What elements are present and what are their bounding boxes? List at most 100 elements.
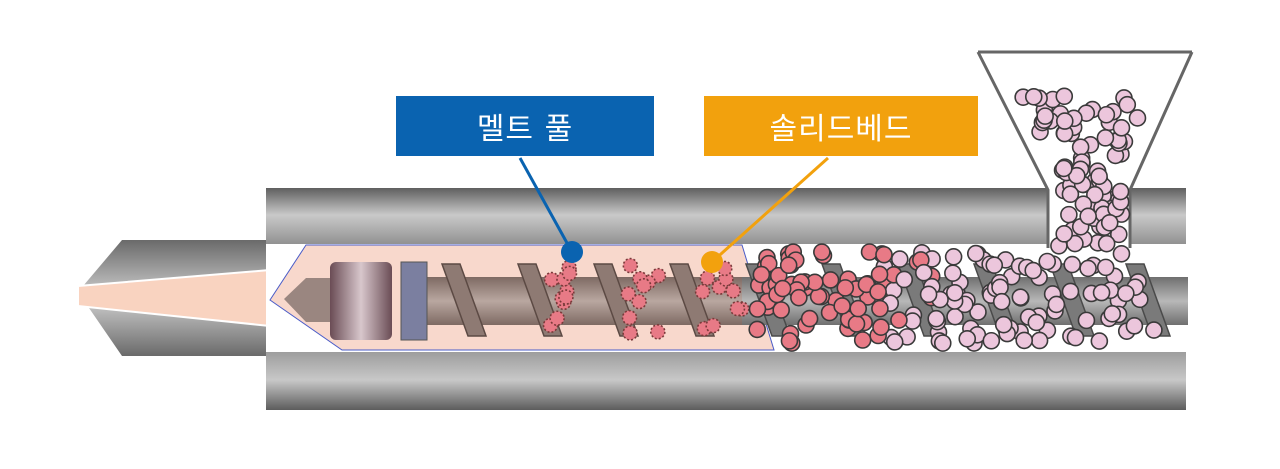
pellet [966,244,985,263]
pellet [836,279,855,297]
pellet [870,265,889,284]
pellet [933,334,952,352]
pellet [800,309,819,328]
pellet [1036,107,1054,125]
pellet [919,285,938,304]
pellet [927,309,946,328]
screw-flight [668,263,716,337]
pellet [729,300,746,317]
pellet [1055,225,1073,243]
pellet [813,243,831,261]
pellet [558,289,574,305]
pellet [1125,317,1144,335]
pellet [621,309,638,326]
melt-pool-pointer [518,157,583,263]
pellet [875,245,893,264]
pellet [994,315,1013,334]
pellet [847,315,866,333]
pellet [853,331,872,349]
pellet [1055,112,1074,130]
pellet [773,279,792,298]
pellet [982,331,1001,350]
pellet [1090,167,1108,186]
hopper [976,50,1194,248]
pellet [752,265,771,284]
pellet [1090,332,1109,350]
solid-bed-label-text: 솔리드베드 [769,112,913,147]
pellet [849,299,867,318]
pellet [631,293,647,310]
pellet [1038,252,1057,271]
melt-pool-label: 멜트 풀 [396,96,654,156]
pellet [1055,87,1074,106]
pellet [1118,95,1137,114]
pellet [1027,313,1046,332]
melt-pool-label-text: 멜트 풀 [476,112,574,147]
pellet [1079,259,1097,278]
pellet [872,318,890,336]
pellet [620,286,637,302]
pellet [705,317,721,334]
pellet [1063,255,1082,274]
pellet [1097,105,1116,124]
pellet [1117,284,1135,303]
pellet [860,243,879,261]
pellet [748,320,766,339]
pellet [1066,234,1084,253]
pellet [1011,288,1030,307]
pellet [869,282,887,301]
pellet [1047,295,1066,314]
pellet [1096,258,1115,277]
pellet [1061,185,1080,204]
pellet [748,300,767,318]
pellet [1030,331,1049,350]
pellets [542,243,1163,352]
pellet [1061,282,1080,301]
pellet [650,324,666,340]
pellet [958,329,977,348]
check-seat [400,261,428,341]
pellet [699,270,716,286]
solid-bed-label: 솔리드베드 [704,96,978,156]
pellet [890,250,909,268]
pellet [833,297,851,315]
pellet [1077,311,1096,330]
pellet [890,311,908,329]
pellet [1024,261,1043,280]
pellet [1079,207,1097,226]
pellet [885,333,904,351]
check-ring [330,262,392,340]
pellet [1066,328,1085,347]
pellet [772,301,790,319]
pellet [1086,185,1104,204]
pellet [945,283,964,302]
hopper-pellets [1014,87,1147,255]
pellet [1111,182,1130,201]
pellet [895,270,914,289]
pellet [969,303,987,321]
solid-bed-pointer [701,156,830,273]
pellet [1092,283,1111,302]
pellet [779,256,798,275]
pellet [780,332,799,350]
pellet [1096,129,1115,147]
pellet [622,257,639,274]
pellet [944,247,963,266]
pellet [1097,234,1116,253]
pellet [1060,205,1078,224]
pellet [914,263,933,282]
pellet [549,310,565,327]
pellet [985,256,1004,274]
pellet [622,325,638,341]
pellet [1015,331,1034,350]
screw-tip [284,278,332,322]
pellet [1109,225,1128,244]
pellet [992,292,1011,311]
pellet [1100,213,1119,232]
pellet [821,271,840,289]
pellet [790,288,808,307]
pellet [1145,321,1163,339]
pellet [694,283,711,300]
pellet [1055,159,1073,178]
